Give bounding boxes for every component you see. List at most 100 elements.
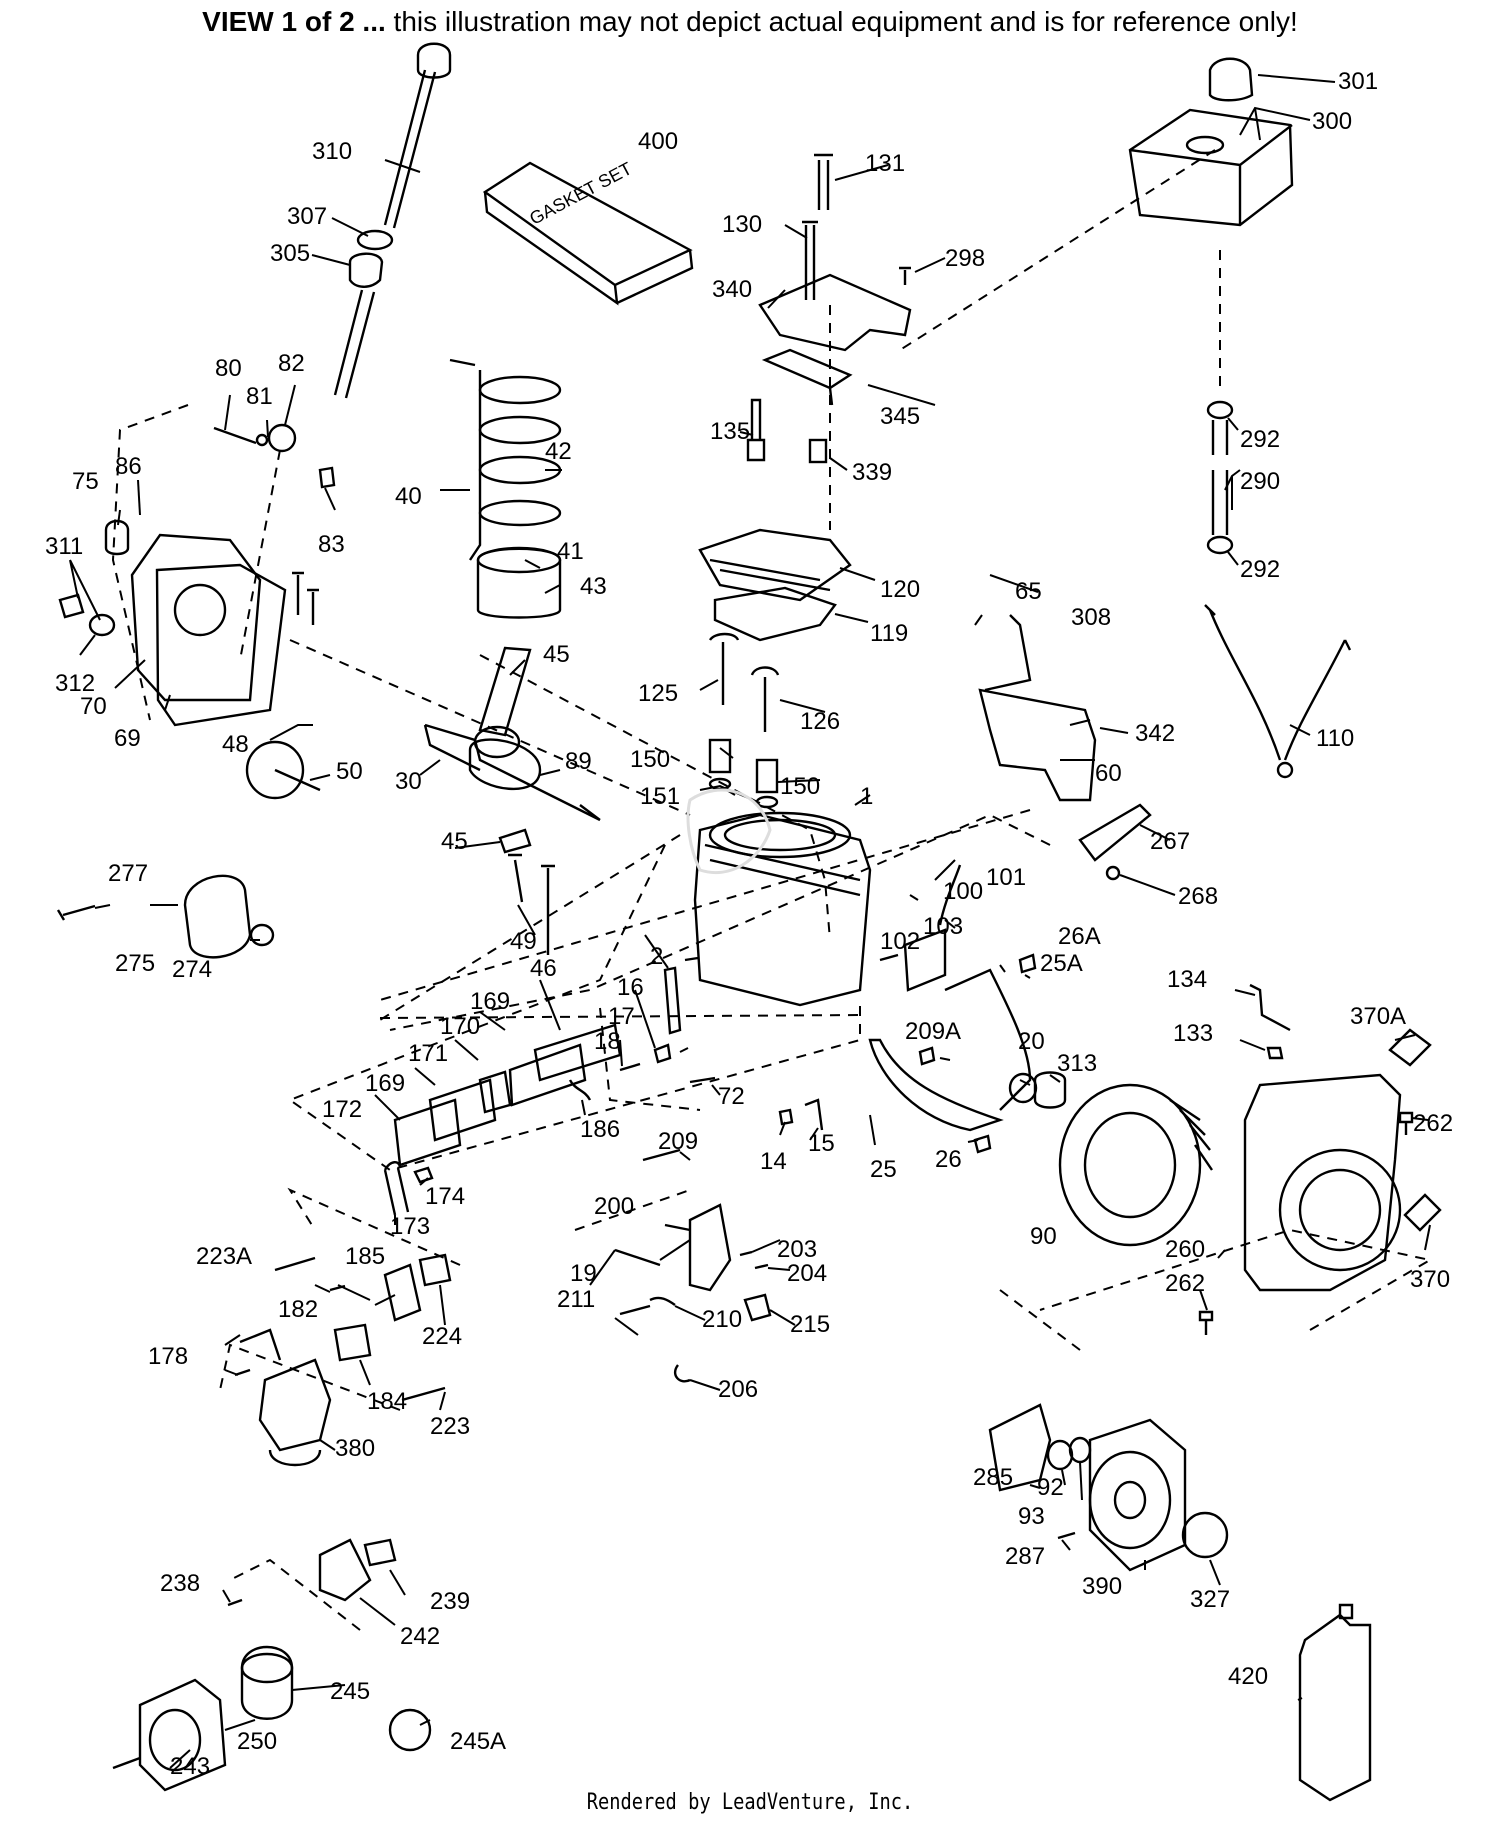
callout-215[interactable]: 215 [790,1311,831,1338]
callout-102[interactable]: 102 [880,928,921,955]
callout-92[interactable]: 92 [1037,1474,1064,1501]
callout-210[interactable]: 210 [702,1306,743,1333]
callout-26A[interactable]: 26A [1058,923,1101,950]
callout-14[interactable]: 14 [760,1148,787,1175]
callout-171[interactable]: 171 [408,1040,449,1067]
callout-400[interactable]: 400 [638,128,679,155]
callout-206[interactable]: 206 [718,1376,759,1403]
callout-101[interactable]: 101 [986,864,1027,891]
callout-245[interactable]: 245 [330,1678,371,1705]
callout-274[interactable]: 274 [172,956,213,983]
callout-46-label[interactable]: 46 [530,955,557,982]
callout-20[interactable]: 20 [1018,1028,1045,1055]
callout-300[interactable]: 300 [1312,108,1353,135]
callout-69[interactable]: 69 [114,725,141,752]
callout-41[interactable]: 41 [557,538,584,565]
callout-25[interactable]: 25 [870,1156,897,1183]
callout-2[interactable]: 2 [650,943,664,970]
callout-340[interactable]: 340 [712,276,753,303]
callout-285[interactable]: 285 [973,1464,1014,1491]
callout-370A[interactable]: 370A [1350,1003,1407,1030]
callout-120[interactable]: 120 [880,576,921,603]
callout-40[interactable]: 40 [395,483,422,510]
callout-308[interactable]: 308 [1071,604,1112,631]
callout-25A[interactable]: 25A [1040,950,1083,977]
callout-277[interactable]: 277 [108,860,149,887]
callout-287[interactable]: 287 [1005,1543,1046,1570]
callout-185-num[interactable]: 185 [345,1243,386,1270]
callout-390[interactable]: 390 [1082,1573,1123,1600]
callout-151[interactable]: 151 [640,783,681,810]
callout-80[interactable]: 80 [215,355,242,382]
callout-292-bottom[interactable]: 292 [1240,556,1281,583]
callout-18[interactable]: 18 [594,1028,621,1055]
callout-262-upper[interactable]: 262 [1413,1110,1454,1137]
callout-173-num[interactable]: 173 [390,1213,431,1240]
callout-178[interactable]: 178 [148,1343,189,1370]
callout-204-num[interactable]: 204 [787,1260,828,1287]
callout-312[interactable]: 312 [55,670,96,697]
callout-150-left[interactable]: 150 [630,746,671,773]
callout-211[interactable]: 211 [557,1286,596,1313]
callout-223A-text[interactable]: 223A [196,1243,253,1270]
callout-262-lower[interactable]: 262 [1165,1270,1206,1297]
callout-186-label[interactable]: 186 [580,1116,621,1143]
callout-260[interactable]: 260 [1165,1236,1206,1263]
callout-243[interactable]: 243 [170,1753,211,1780]
callout-182[interactable]: 182 [278,1296,319,1323]
callout-16[interactable]: 16 [617,974,644,1001]
callout-200-num[interactable]: 200 [594,1193,635,1220]
callout-298[interactable]: 298 [945,245,986,272]
callout-339[interactable]: 339 [852,459,893,486]
callout-174[interactable]: 174 [425,1183,466,1210]
callout-342[interactable]: 342 [1135,720,1176,747]
callout-130[interactable]: 130 [722,211,763,238]
callout-26[interactable]: 26 [935,1146,962,1173]
callout-169-bottom[interactable]: 169 [365,1070,406,1097]
callout-150-right[interactable]: 150 [780,773,821,800]
callout-70[interactable]: 70 [80,693,107,720]
callout-290[interactable]: 290 [1240,468,1281,495]
callout-60[interactable]: 60 [1095,760,1122,787]
callout-49[interactable]: 49 [510,928,537,955]
callout-305[interactable]: 305 [270,240,311,267]
callout-1[interactable]: 1 [860,783,874,810]
callout-110[interactable]: 110 [1316,725,1355,752]
callout-203-num[interactable]: 203 [777,1236,818,1263]
callout-370[interactable]: 370 [1410,1266,1451,1293]
callout-43[interactable]: 43 [580,573,607,600]
callout-42[interactable]: 42 [545,438,572,465]
callout-268[interactable]: 268 [1178,883,1219,910]
callout-135[interactable]: 135 [710,418,751,445]
callout-172-num[interactable]: 172 [322,1096,363,1123]
callout-301[interactable]: 301 [1338,68,1379,95]
callout-209[interactable]: 209 [658,1128,699,1155]
callout-134[interactable]: 134 [1167,966,1208,993]
callout-65[interactable]: 65 [1015,578,1042,605]
callout-48[interactable]: 48 [222,731,249,758]
callout-238[interactable]: 238 [160,1570,201,1597]
callout-223[interactable]: 223 [430,1413,471,1440]
callout-242[interactable]: 242 [400,1623,441,1650]
callout-19[interactable]: 19 [570,1260,597,1287]
callout-133[interactable]: 133 [1173,1020,1214,1047]
callout-81[interactable]: 81 [246,383,273,410]
callout-267[interactable]: 267 [1150,828,1191,855]
callout-292-top[interactable]: 292 [1240,426,1281,453]
callout-209A[interactable]: 209A [905,1018,962,1045]
callout-239[interactable]: 239 [430,1588,471,1615]
callout-380[interactable]: 380 [335,1435,376,1462]
callout-169-top[interactable]: 169 [470,988,511,1015]
callout-245A[interactable]: 245A [450,1728,507,1755]
callout-100[interactable]: 100 [943,878,984,905]
callout-184[interactable]: 184 [367,1388,408,1415]
callout-250[interactable]: 250 [237,1728,278,1755]
callout-170[interactable]: 170 [440,1013,481,1040]
callout-126[interactable]: 126 [800,708,841,735]
callout-224[interactable]: 224 [422,1323,463,1350]
callout-307[interactable]: 307 [287,203,328,230]
callout-125[interactable]: 125 [638,680,679,707]
callout-83[interactable]: 83 [318,531,345,558]
callout-103[interactable]: 103 [923,913,964,940]
callout-327[interactable]: 327 [1190,1586,1231,1613]
